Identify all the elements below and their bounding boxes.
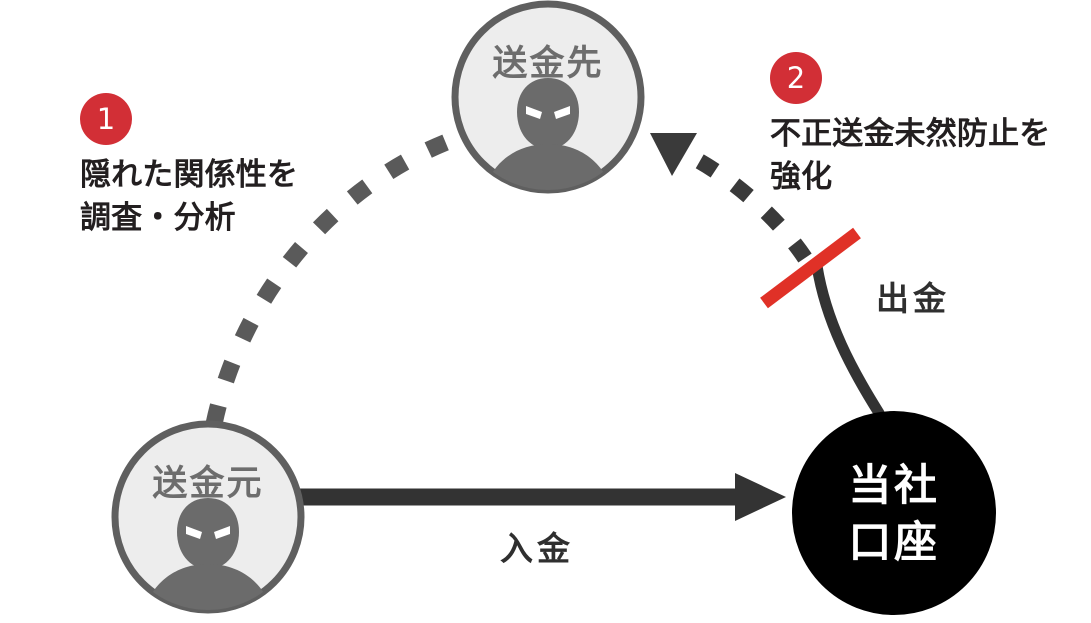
node-our-account[interactable]: 当社 口座 xyxy=(792,411,996,615)
withdrawal-label: 出金 xyxy=(876,279,950,318)
node-label-remittance-source: 送金元 xyxy=(152,463,263,504)
annotation-2: 2 不正送金未然防止を 強化 xyxy=(770,52,1050,199)
annotation-2-line1: 不正送金未然防止を xyxy=(770,116,1051,152)
blocked-transfer-edge xyxy=(650,133,812,263)
hidden-relationship-edge xyxy=(205,130,460,426)
withdrawal-edge xyxy=(811,260,885,419)
annotation-1-line1: 隠れた関係性を xyxy=(80,157,299,193)
step-badge-1: 1 xyxy=(80,93,132,145)
annotation-2-text: 不正送金未然防止を 強化 xyxy=(770,113,1050,199)
node-label-our-account-line2: 口座 xyxy=(848,518,939,568)
blocked-transfer-arrowhead xyxy=(650,133,697,176)
node-label-remittance-destination: 送金先 xyxy=(492,43,603,84)
annotation-2-line2: 強化 xyxy=(770,158,833,195)
step-badge-2: 2 xyxy=(770,52,822,104)
node-circle xyxy=(792,411,996,615)
annotation-1-line2: 調査・分析 xyxy=(80,199,236,236)
node-remittance-destination[interactable]: 送金先 xyxy=(451,0,645,209)
block-slash-icon xyxy=(760,227,861,309)
deposit-arrowhead xyxy=(735,473,786,521)
node-label-our-account-line1: 当社 xyxy=(848,461,939,511)
annotation-1-text: 隠れた関係性を 調査・分析 xyxy=(80,154,298,240)
node-remittance-source[interactable]: 送金元 xyxy=(111,420,305,623)
deposit-label: 入金 xyxy=(500,529,574,568)
annotation-1: 1 隠れた関係性を 調査・分析 xyxy=(80,93,298,240)
deposit-edge xyxy=(300,473,786,521)
